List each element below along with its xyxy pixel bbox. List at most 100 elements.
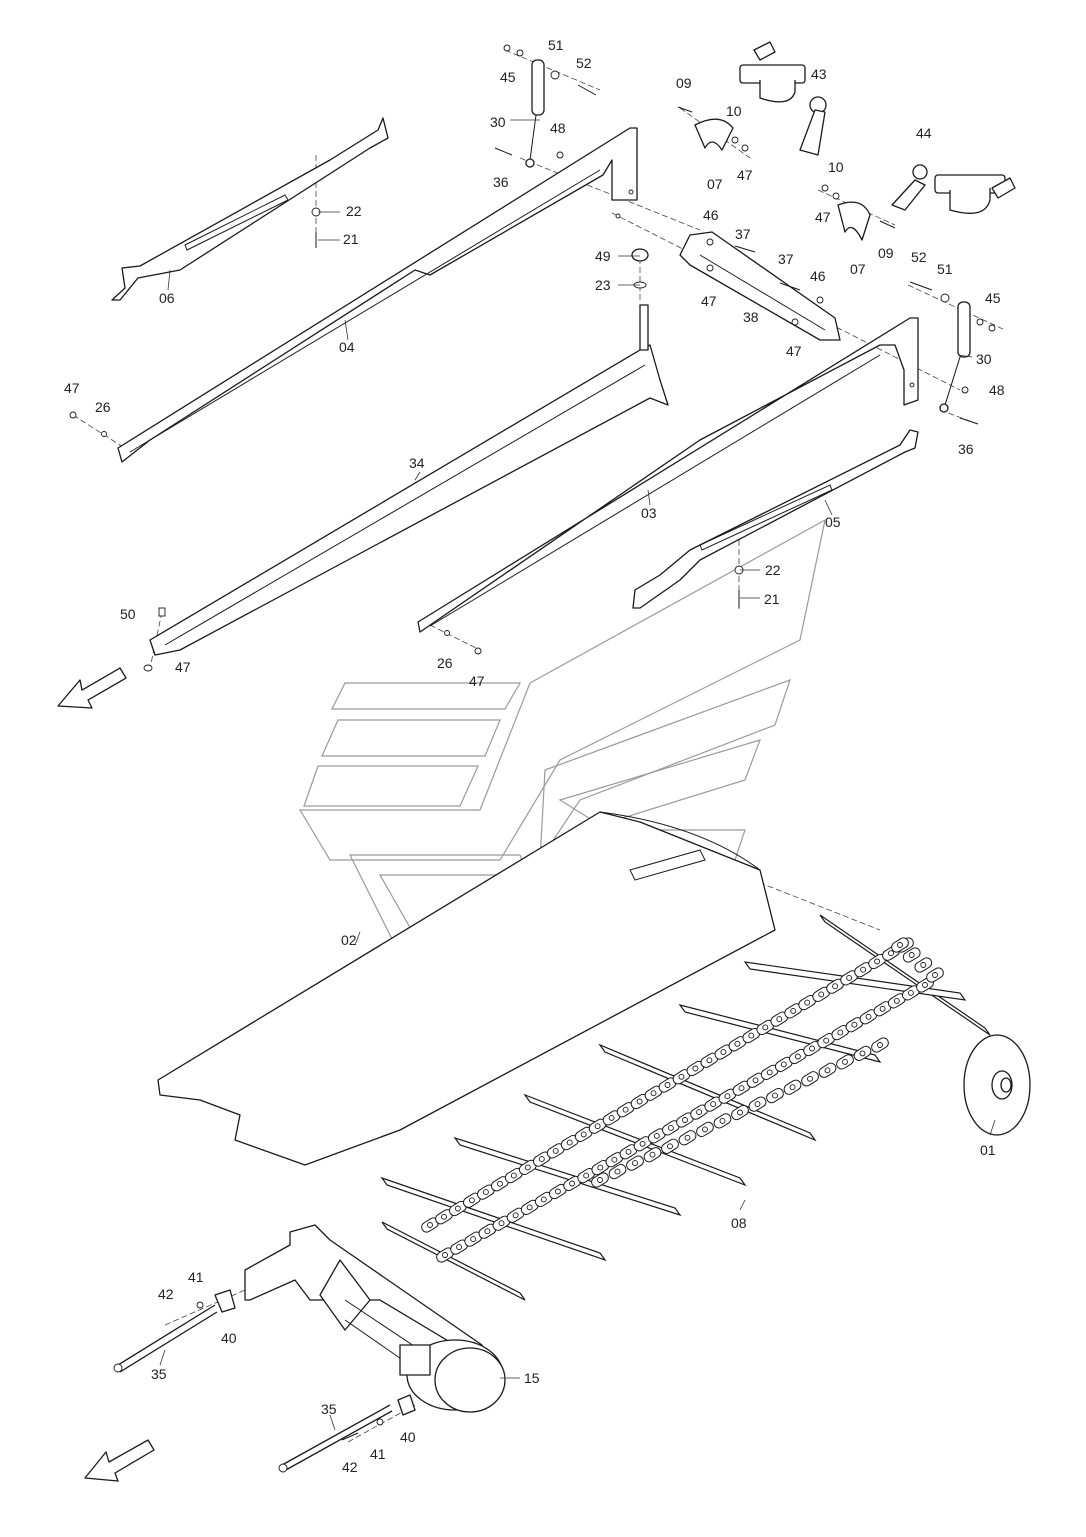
label-04: 04 xyxy=(339,339,355,355)
chain-pin xyxy=(790,1007,797,1014)
chain-pin xyxy=(706,1057,713,1064)
label-49: 49 xyxy=(595,248,611,264)
chain-pin xyxy=(538,1156,545,1163)
chain-pin xyxy=(667,1124,674,1131)
chain-pin xyxy=(897,942,903,948)
label-43: 43 xyxy=(811,66,827,82)
label-26: 26 xyxy=(95,399,111,415)
rod-35-b xyxy=(278,1394,416,1473)
chain-pin xyxy=(664,1082,671,1088)
chain-pin xyxy=(824,1067,831,1074)
label-35: 35 xyxy=(321,1401,337,1417)
label-48: 48 xyxy=(550,120,566,136)
label-23: 23 xyxy=(595,277,611,293)
label-42: 42 xyxy=(342,1459,358,1475)
label-52: 52 xyxy=(911,249,927,265)
label-41: 41 xyxy=(188,1269,204,1285)
label-38: 38 xyxy=(743,309,759,325)
side-frame-04 xyxy=(117,127,638,463)
chain-pin xyxy=(818,991,825,998)
label-05: 05 xyxy=(825,514,841,530)
label-47: 47 xyxy=(175,659,191,675)
label-07: 07 xyxy=(707,176,723,192)
chain-pin xyxy=(653,1132,660,1139)
chain-pin xyxy=(611,1156,618,1163)
shield-34 xyxy=(149,304,669,656)
chain-pin xyxy=(710,1101,717,1108)
chain-pin xyxy=(877,1042,883,1048)
chain-pin xyxy=(737,1109,743,1116)
chain-pin xyxy=(842,1058,848,1065)
cam-07-a xyxy=(694,118,734,151)
chain-pin xyxy=(470,1236,477,1243)
cam-07-b xyxy=(837,201,871,241)
chain-pin xyxy=(780,1061,787,1068)
label-47: 47 xyxy=(737,167,753,183)
chain-pin xyxy=(692,1065,699,1072)
chain-pin xyxy=(597,1177,603,1183)
chain-pin xyxy=(766,1069,773,1076)
leader-lines xyxy=(159,119,996,1431)
label-36: 36 xyxy=(493,174,509,190)
chain-pin xyxy=(893,997,900,1004)
label-37: 37 xyxy=(778,251,794,267)
rod-35-a xyxy=(113,1289,236,1373)
chain-pin xyxy=(920,962,927,968)
chain-pin xyxy=(442,1252,448,1258)
chain-pin xyxy=(482,1189,489,1196)
chain-pin xyxy=(720,1049,727,1056)
lever-44 xyxy=(891,164,1016,214)
fasteners xyxy=(69,44,996,672)
label-30: 30 xyxy=(976,351,992,367)
chain-pin xyxy=(569,1180,576,1187)
floor-plate-02 xyxy=(157,811,776,1166)
chain-pin xyxy=(702,1126,708,1133)
chain-pin xyxy=(908,952,915,958)
chain-pin xyxy=(498,1220,505,1227)
label-51: 51 xyxy=(937,261,953,277)
label-22: 22 xyxy=(765,562,781,578)
chain-pin xyxy=(809,1045,816,1052)
chain-pin xyxy=(807,1075,813,1082)
chain-pin xyxy=(632,1160,638,1167)
chain-pin xyxy=(860,966,867,973)
label-10: 10 xyxy=(828,159,844,175)
label-37: 37 xyxy=(735,226,751,242)
chain-pin xyxy=(441,1213,447,1220)
label-34: 34 xyxy=(409,455,425,471)
chain-pin xyxy=(789,1084,796,1091)
label-47: 47 xyxy=(701,293,717,309)
label-35: 35 xyxy=(151,1366,167,1382)
chain-pin xyxy=(754,1101,761,1108)
label-22: 22 xyxy=(346,203,362,219)
label-40: 40 xyxy=(221,1330,237,1346)
label-09: 09 xyxy=(676,75,692,91)
drive-chain xyxy=(421,937,944,1263)
chain-pin xyxy=(879,1005,886,1012)
chain-pin xyxy=(594,1123,601,1130)
label-36: 36 xyxy=(958,441,974,457)
chain-pin xyxy=(837,1029,844,1036)
label-26: 26 xyxy=(437,655,453,671)
label-03: 03 xyxy=(641,505,657,521)
cross-shaft-38 xyxy=(679,231,841,341)
side-frame-03 xyxy=(417,317,919,633)
chain-pin xyxy=(738,1085,745,1092)
label-50: 50 xyxy=(120,606,136,622)
lever-43 xyxy=(739,41,827,156)
side-plate-06 xyxy=(111,117,389,301)
chain-pin xyxy=(851,1021,858,1028)
chain-pin xyxy=(748,1032,755,1039)
chain-pin xyxy=(583,1172,590,1179)
chain-pin xyxy=(932,972,938,978)
chain-pin xyxy=(667,1143,673,1150)
chain-pin xyxy=(614,1168,621,1175)
chain-pin xyxy=(554,1188,561,1195)
chain-pin xyxy=(625,1148,632,1155)
label-08: 08 xyxy=(731,1215,747,1231)
chain-pin xyxy=(832,983,839,990)
label-42: 42 xyxy=(158,1286,174,1302)
label-46: 46 xyxy=(810,268,826,284)
chain-pin xyxy=(622,1106,629,1113)
chain-pin xyxy=(859,1050,866,1057)
